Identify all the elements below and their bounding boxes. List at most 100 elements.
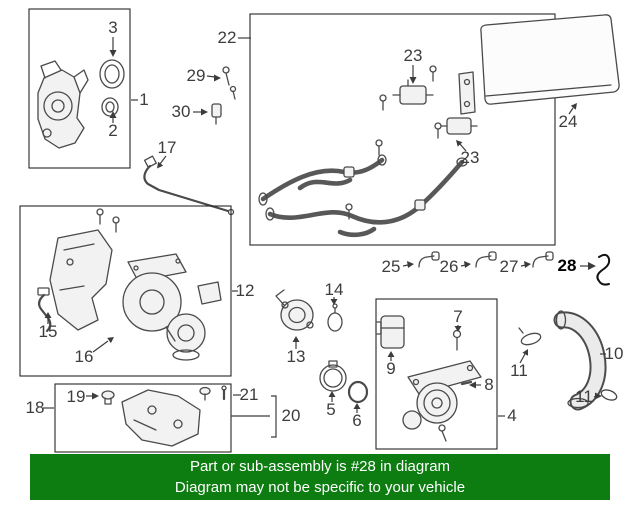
bracket-callout-20: [231, 395, 277, 438]
part-sketch-screws-12: [96, 208, 120, 233]
callout-28-highlighted: 28: [557, 256, 577, 275]
part-sketch-seal-2: [101, 97, 119, 117]
part-sketch-gasket-3: [99, 59, 125, 89]
callout-23-lower: 23: [460, 148, 480, 167]
arrow-callout-11-upper: [519, 349, 528, 364]
arrow-callout-23-upper: [409, 65, 417, 84]
callout-16: 16: [74, 347, 94, 366]
callout-27: 27: [499, 257, 519, 276]
callout-3: 3: [108, 18, 118, 37]
arrow-callout-9: [387, 351, 395, 361]
part-sketch-valve-23-lower: [440, 117, 478, 135]
callout-21: 21: [239, 385, 259, 404]
arrow-callout-15: [44, 312, 52, 324]
arrow-callout-2: [109, 111, 117, 123]
arrow-callout-27: [520, 261, 531, 268]
part-sketch-bolt-29: [222, 66, 237, 100]
callout-6: 6: [352, 411, 362, 430]
arrow-callout-25: [402, 261, 414, 268]
callout-22: 22: [217, 28, 237, 47]
banner-line-1: Part or sub-assembly is #28 in diagram: [189, 458, 451, 475]
part-sketch-panel-24: [480, 14, 620, 105]
part-sketch-turbocharger: [122, 253, 222, 361]
part-sketch-bolt-7: [452, 329, 462, 351]
callout-7: 7: [453, 307, 463, 326]
callout-5: 5: [326, 400, 336, 419]
arrow-callout-17: [157, 155, 167, 169]
arrow-callout-14: [330, 297, 338, 305]
box-1-outline: [28, 8, 131, 169]
callout-10: 10: [604, 344, 624, 363]
part-sketch-valve-23-upper: [392, 79, 434, 105]
callout-20: 20: [281, 406, 301, 425]
part-sketch-clamp-11-lower: [600, 389, 618, 401]
part-sketch-duct-10: [553, 310, 607, 411]
arrow-callout-26: [460, 261, 471, 268]
callout-26: 26: [439, 257, 459, 276]
part-sketch-sensor-30: [211, 103, 222, 125]
callout-14: 14: [324, 280, 344, 299]
arrow-callout-28: [580, 262, 596, 270]
arrow-callout-6: [353, 403, 361, 413]
callout-9: 9: [386, 359, 396, 378]
part-sketch-pin-21: [221, 385, 227, 401]
part-sketch-clip-26: [475, 251, 497, 268]
part-sketch-bracket-22: [458, 71, 476, 115]
part-sketch-hook-28: [596, 253, 611, 286]
callout-23-upper: 23: [403, 46, 423, 65]
callout-11-lower: 11: [575, 387, 593, 406]
arrow-callout-13: [292, 336, 300, 349]
arrow-callout-3: [109, 37, 117, 57]
box-bracket-assembly-18: [54, 383, 232, 453]
box-parts-1-2-3: [28, 8, 131, 169]
part-sketch-throttle-body: [402, 360, 482, 442]
arrow-callout-23-lower: [456, 140, 467, 152]
part-sketch-vband-clamp-5: [319, 360, 347, 392]
arrow-callout-29: [206, 74, 221, 82]
arrow-callout-16: [92, 337, 114, 353]
callout-30: 30: [171, 102, 191, 121]
callout-19: 19: [66, 387, 86, 406]
callout-17: 17: [157, 138, 177, 157]
part-sketch-grommet-19: [101, 390, 115, 405]
part-sketch-hoses: [258, 154, 468, 238]
callout-25: 25: [381, 257, 401, 276]
notice-banner: Part or sub-assembly is #28 in diagram D…: [30, 454, 610, 500]
part-sketch-clamp-11-upper: [518, 327, 542, 346]
callout-8: 8: [484, 375, 494, 394]
box-turbo-assembly-12: [19, 205, 232, 377]
box-22-outline: [249, 13, 556, 246]
part-sketch-clamp-14: [327, 303, 343, 332]
box-18-outline: [54, 383, 232, 453]
box-4-outline: [375, 298, 498, 450]
part-sketch-clip-27: [532, 251, 554, 268]
part-sketch-oring-6: [347, 380, 369, 404]
callout-2: 2: [108, 121, 118, 140]
part-sketch-mount-13: [275, 289, 314, 331]
callout-1: 1: [139, 90, 149, 109]
banner-line-2: Diagram may not be specific to your vehi…: [174, 479, 466, 496]
callout-13: 13: [286, 347, 306, 366]
arrow-callout-7: [454, 325, 462, 332]
callout-18: 18: [25, 398, 45, 417]
arrow-callout-5: [328, 391, 336, 402]
callout-15: 15: [38, 322, 58, 341]
part-sketch-actuator-9: [375, 315, 405, 349]
arrow-callout-11-lower: [593, 392, 602, 400]
box-12-outline: [19, 205, 232, 377]
part-sketch-pump-1: [37, 60, 89, 149]
callout-11-upper: 11: [510, 361, 528, 380]
part-sketch-fasteners-22: [345, 65, 442, 220]
part-sketch-clip-25: [418, 251, 440, 268]
box-hose-assembly-22: [249, 13, 556, 246]
part-sketch-grommet-2: [199, 386, 211, 401]
callout-12: 12: [235, 281, 255, 300]
callout-29: 29: [186, 66, 206, 85]
callout-4: 4: [507, 406, 517, 425]
arrow-callout-19: [86, 392, 99, 400]
arrow-callout-30: [193, 108, 208, 116]
arrow-callout-8: [469, 381, 481, 389]
part-sketch-heat-shield-16: [49, 229, 113, 331]
